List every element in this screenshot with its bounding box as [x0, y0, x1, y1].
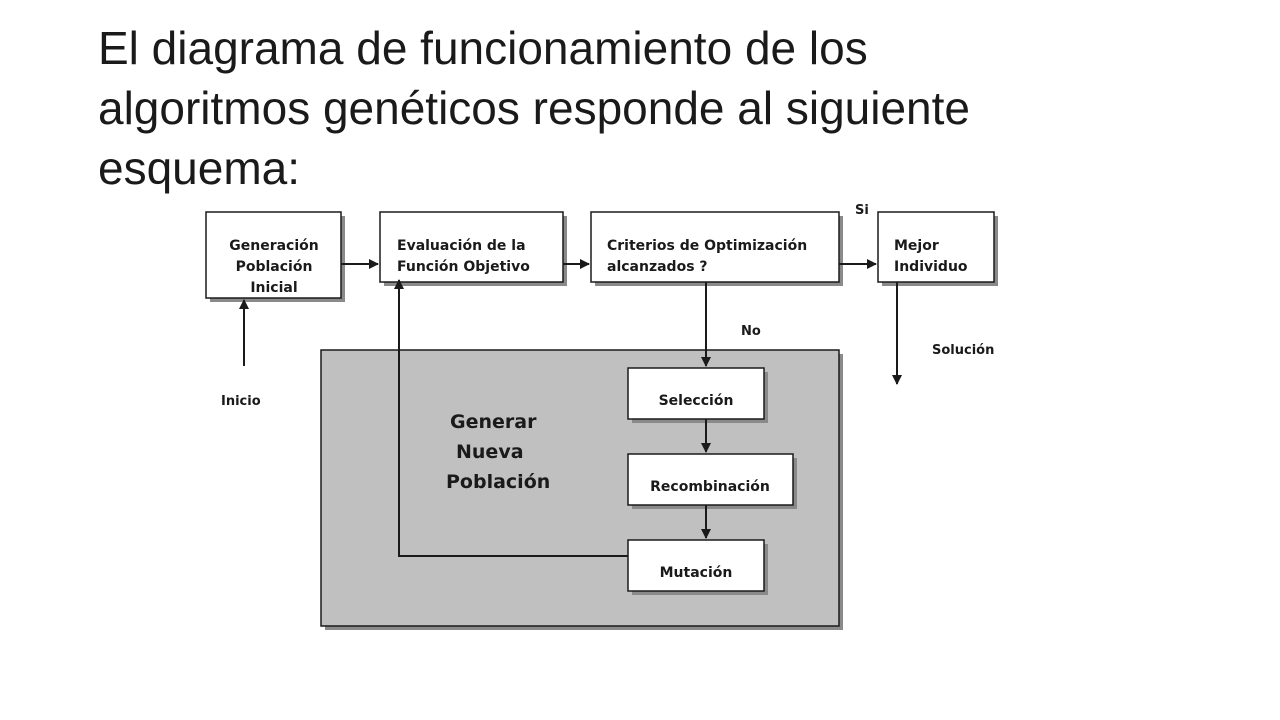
solution-label: Solución [932, 343, 994, 358]
mutation-label: Mutación [660, 565, 733, 581]
initial-population-box: Generación Población Inicial [205, 211, 345, 302]
best-individual-line-1: Mejor [894, 238, 939, 254]
mutation-box: Mutación [627, 539, 768, 595]
optimization-criteria-line-2: alcanzados ? [607, 259, 708, 275]
group-label-line-3: Población [446, 471, 550, 493]
title-line-3: esquema: [98, 142, 301, 194]
objective-evaluation-box: Evaluación de la Función Objetivo [379, 211, 567, 286]
yes-label: Si [855, 203, 869, 218]
initial-population-line-3: Inicial [250, 280, 297, 296]
title-line-2: algoritmos genéticos responde al siguien… [98, 82, 970, 134]
start-label: Inicio [221, 394, 261, 409]
initial-population-line-2: Población [236, 259, 313, 275]
selection-label: Selección [659, 393, 734, 409]
slide-title: El diagrama de funcionamiento de los alg… [98, 18, 1258, 198]
no-label: No [741, 324, 761, 339]
best-individual-line-2: Individuo [894, 259, 968, 275]
objective-evaluation-line-1: Evaluación de la [397, 238, 526, 254]
best-individual-box: Mejor Individuo [877, 211, 998, 286]
initial-population-line-1: Generación [229, 238, 318, 254]
recombination-box: Recombinación [627, 453, 797, 509]
arrow-mutation-loop-back [394, 279, 628, 557]
optimization-criteria-line-1: Criterios de Optimización [607, 238, 807, 254]
objective-evaluation-line-2: Función Objetivo [397, 259, 530, 275]
selection-box: Selección [627, 367, 768, 423]
group-label-line-1: Generar [450, 411, 537, 433]
recombination-label: Recombinación [650, 479, 770, 495]
optimization-criteria-box: Criterios de Optimización alcanzados ? [590, 211, 843, 286]
title-line-1: El diagrama de funcionamiento de los [98, 22, 868, 74]
group-label-line-2: Nueva [456, 441, 524, 463]
